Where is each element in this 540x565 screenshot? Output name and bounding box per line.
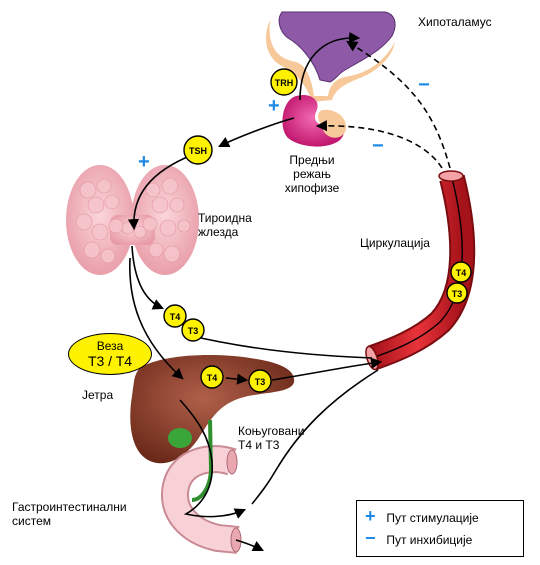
anterior-pituitary-line-1: Предњи [289, 153, 335, 167]
svg-text:T4: T4 [207, 373, 218, 383]
legend-stimulation-label: Пут стимулације [386, 511, 479, 525]
gi-system-label: Гастроинтестинални систем [12, 500, 127, 528]
svg-text:T3: T3 [452, 289, 463, 299]
pituitary-gland [282, 94, 347, 147]
inhibition-minus-hypothalamus: − [418, 74, 430, 96]
hormone-trh: TRH [270, 68, 298, 96]
intestine [160, 445, 242, 554]
plus-icon: + [365, 506, 376, 526]
anterior-pituitary-line-2: режањ [293, 167, 331, 181]
t3-t4-ratio-value: T3 / T4 [87, 353, 133, 369]
conjugated-label: Коњуговани T4 и T3 [238, 424, 304, 452]
hormone-t3-thyroid: T3 [181, 318, 205, 342]
svg-text:T3: T3 [255, 377, 266, 387]
hormone-t3-circulation: T3 [446, 282, 468, 304]
gallbladder [168, 428, 192, 448]
liver-label: Јетра [82, 388, 114, 402]
gi-system-line-2: систем [12, 514, 51, 528]
gi-system-line-1: Гастроинтестинални [12, 500, 127, 514]
circulation-label: Циркулација [360, 236, 430, 250]
hormone-t4-thyroid: T4 [163, 304, 187, 328]
t3-t4-ratio-badge: Веза T3 / T4 [68, 333, 152, 375]
legend: + Пут стимулације − Пут инхибиције [356, 500, 524, 557]
conjugated-line-2: T4 и T3 [238, 438, 280, 452]
stimulation-plus-trh: + [268, 95, 280, 117]
svg-text:TSH: TSH [189, 146, 207, 156]
hormone-t3-liver: T3 [248, 369, 272, 393]
svg-text:T4: T4 [456, 268, 467, 278]
hormone-t4-circulation: T4 [450, 261, 472, 283]
thyroid-line-2: жлезда [198, 225, 239, 239]
anterior-pituitary-label: Предњи режањ хипофизе [272, 153, 352, 195]
thyroid-label: Тироидна жлезда [198, 211, 252, 239]
svg-text:T3: T3 [188, 326, 199, 336]
svg-text:T4: T4 [170, 312, 181, 322]
stimulation-plus-tsh: + [138, 151, 150, 173]
thyroid-gland [66, 165, 199, 275]
hypothalamus [266, 11, 396, 102]
minus-icon: − [365, 528, 376, 548]
thyroid-line-1: Тироидна [198, 211, 252, 225]
legend-inhibition: − Пут инхибиције [365, 528, 473, 548]
bile-duct [191, 419, 214, 502]
inhibition-minus-pituitary: − [372, 135, 384, 157]
legend-stimulation: + Пут стимулације [365, 506, 479, 526]
transport-arrows [127, 31, 383, 552]
legend-inhibition-label: Пут инхибиције [386, 533, 473, 547]
t3-t4-ratio-title: Веза [96, 339, 124, 353]
hypothalamus-label: Хипоталамус [418, 15, 492, 29]
anterior-pituitary-line-3: хипофизе [284, 181, 340, 195]
svg-text:TRH: TRH [275, 78, 294, 88]
inhibition-arrows [315, 40, 451, 169]
conjugated-line-1: Коњуговани [238, 424, 305, 438]
hormone-t4-liver: T4 [200, 365, 224, 389]
blood-vessel [365, 170, 476, 371]
hormone-tsh: TSH [183, 135, 213, 165]
